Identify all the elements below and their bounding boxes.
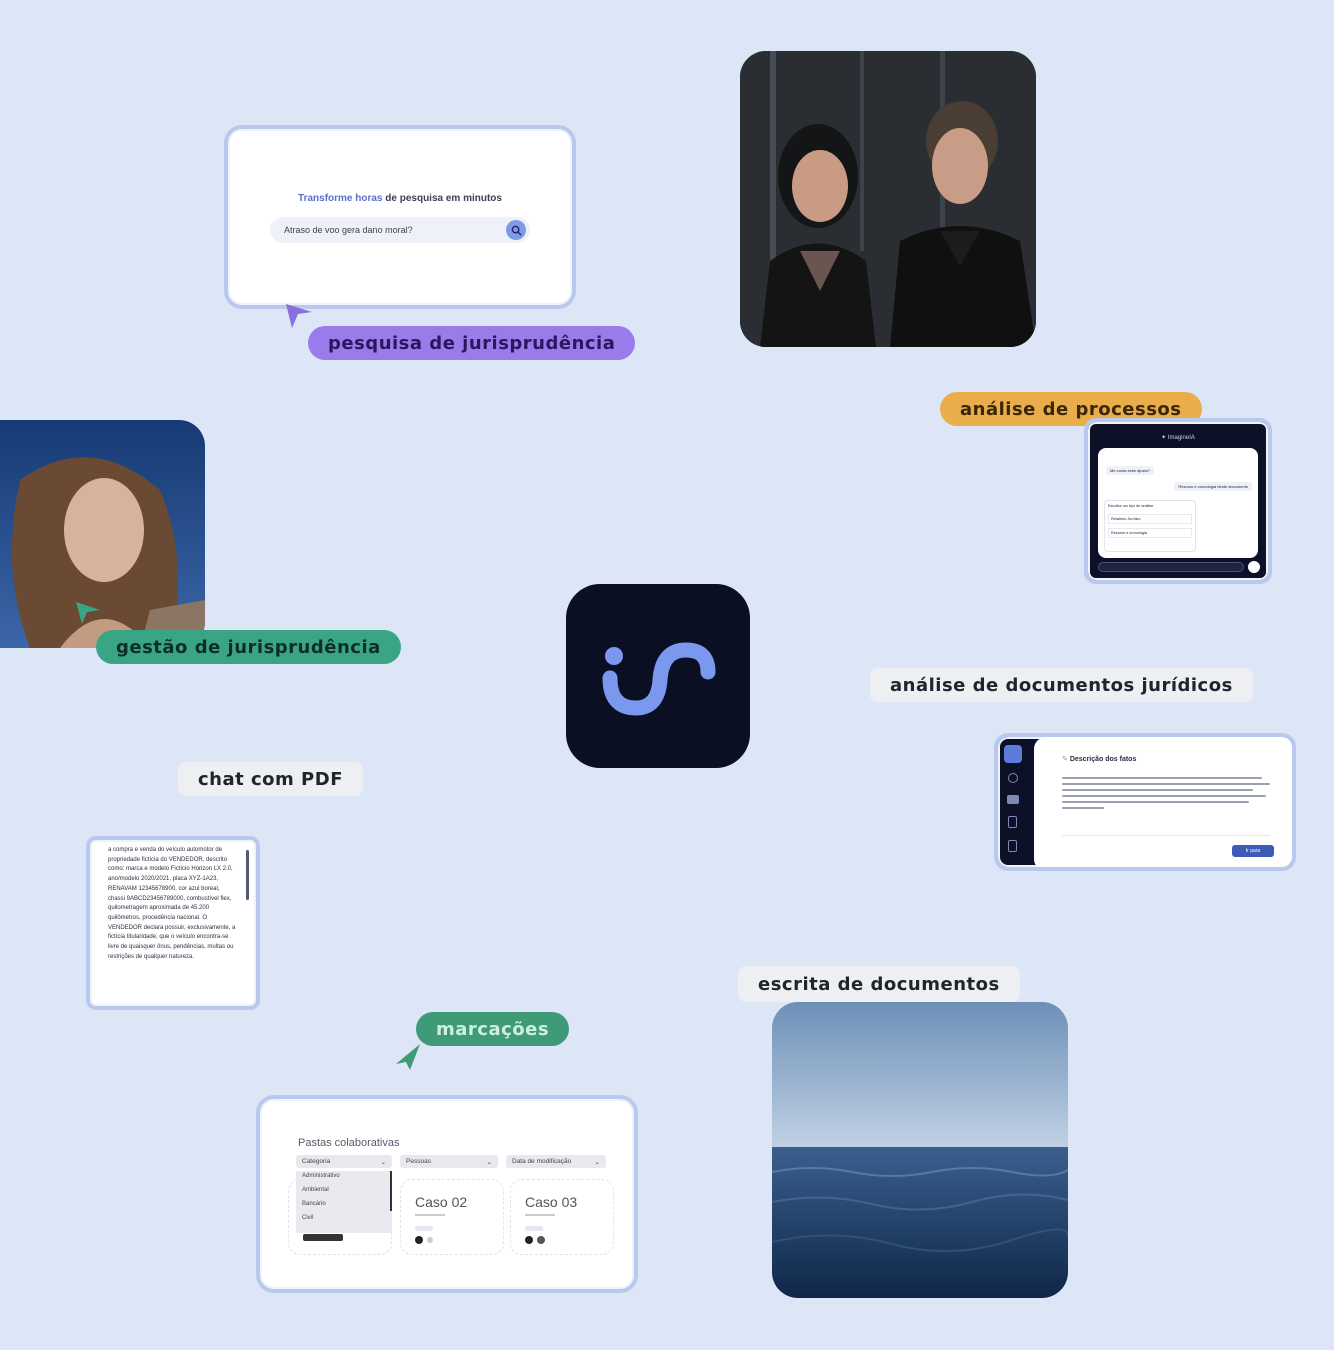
woman-photo [0, 420, 205, 648]
label-escrita: escrita de documentos [738, 966, 1020, 1002]
logo-mark-icon [602, 642, 716, 716]
label-analise-documentos: análise de documentos jurídicos [870, 668, 1253, 702]
pdf-scrollbar[interactable] [246, 850, 249, 900]
avatar [415, 1236, 423, 1244]
chat-input[interactable] [1098, 562, 1244, 572]
chevron-down-icon: ⌄ [380, 1158, 386, 1166]
cursor-pointer-icon [396, 1044, 420, 1070]
search-icon [511, 225, 522, 236]
edit-icon: ✎ [1062, 756, 1068, 763]
chat-card: ✦ ImagineIA Me conta esse ajuste? Resumo… [1084, 418, 1272, 584]
search-icon[interactable] [1008, 773, 1018, 783]
dropdown-item[interactable]: Bancário [302, 1201, 326, 1207]
search-input[interactable]: Atraso de voo gera dano moral? [270, 217, 530, 243]
folders-card: Pastas colaborativas Categoria ⌄ Pessoas… [256, 1095, 638, 1293]
folder-caso-03[interactable]: Caso 03 [510, 1179, 614, 1255]
document-icon[interactable] [1008, 816, 1017, 828]
category-dropdown-list: Administrativo Ambiental Bancário Civil [296, 1171, 392, 1233]
analysis-option-2[interactable]: Resumo e cronologia [1108, 528, 1192, 538]
sparkle-icon: ✦ [1161, 435, 1167, 441]
cursor-pointer-icon [76, 602, 100, 624]
chat-body: Me conta esse ajuste? Resumo e cronologi… [1098, 448, 1258, 558]
chevron-down-icon: ⌄ [486, 1158, 492, 1166]
search-card-title: Transforme horas de pesquisa em minutos [298, 193, 502, 204]
pdf-card: a compra e venda do veículo automotor de… [86, 836, 260, 1010]
label-pesquisa: pesquisa de jurisprudência [308, 326, 636, 360]
doc-title: ✎ Descrição dos fatos [1062, 756, 1137, 763]
avatar [537, 1236, 545, 1244]
doc-sidebar [1004, 745, 1026, 865]
app-logo [566, 584, 750, 768]
label-gestao: gestão de jurisprudência [96, 630, 401, 664]
avatar-group [303, 1234, 343, 1241]
ocean-illustration [772, 1002, 1068, 1298]
doc-text-lines [1062, 777, 1270, 813]
chat-message-1: Me conta esse ajuste? [1106, 466, 1155, 475]
dropdown-item[interactable]: Civil [302, 1215, 314, 1221]
label-marcacoes: marcações [416, 1012, 570, 1046]
doc-action-button[interactable]: Ir para [1232, 845, 1274, 857]
label-chat-pdf: chat com PDF [178, 762, 363, 796]
filter-categoria[interactable]: Categoria ⌄ [296, 1155, 392, 1168]
filter-pessoas[interactable]: Pessoas ⌄ [400, 1155, 498, 1168]
logo-small-icon[interactable] [1004, 745, 1022, 763]
search-button[interactable] [506, 220, 526, 240]
doc-divider [1062, 835, 1270, 836]
folders-title: Pastas colaborativas [298, 1137, 400, 1149]
couple-photo [740, 51, 1036, 347]
woman-illustration [0, 420, 205, 648]
dropdown-item[interactable]: Administrativo [302, 1173, 340, 1179]
pdf-text: a compra e venda do veículo automotor de… [108, 847, 236, 960]
dropdown-item[interactable]: Ambiental [302, 1187, 329, 1193]
doc-content: ✎ Descrição dos fatos Ir para [1034, 737, 1292, 867]
analysis-option-1[interactable]: Relatório Jurídico [1108, 514, 1192, 524]
file-icon[interactable] [1008, 840, 1017, 852]
search-card: Transforme horas de pesquisa em minutos … [224, 125, 576, 309]
cursor-pointer-icon [286, 304, 312, 328]
couple-illustration [740, 51, 1036, 347]
chat-header: ✦ ImagineIA [1161, 435, 1195, 441]
document-card: ✎ Descrição dos fatos Ir para [994, 733, 1296, 871]
avatar [427, 1237, 433, 1243]
dropdown-scrollbar[interactable] [390, 1171, 392, 1211]
send-button[interactable] [1248, 561, 1260, 573]
filter-data[interactable]: Data de modificação ⌄ [506, 1155, 606, 1168]
folder-icon[interactable] [1007, 795, 1019, 804]
analysis-panel: Escolha um tipo de análise Relatório Jur… [1104, 500, 1196, 552]
avatar [525, 1236, 533, 1244]
folder-caso-02[interactable]: Caso 02 [400, 1179, 504, 1255]
chat-message-2: Resumo e cronologia deste documento [1174, 482, 1252, 491]
chevron-down-icon: ⌄ [594, 1158, 600, 1166]
ocean-photo [772, 1002, 1068, 1298]
